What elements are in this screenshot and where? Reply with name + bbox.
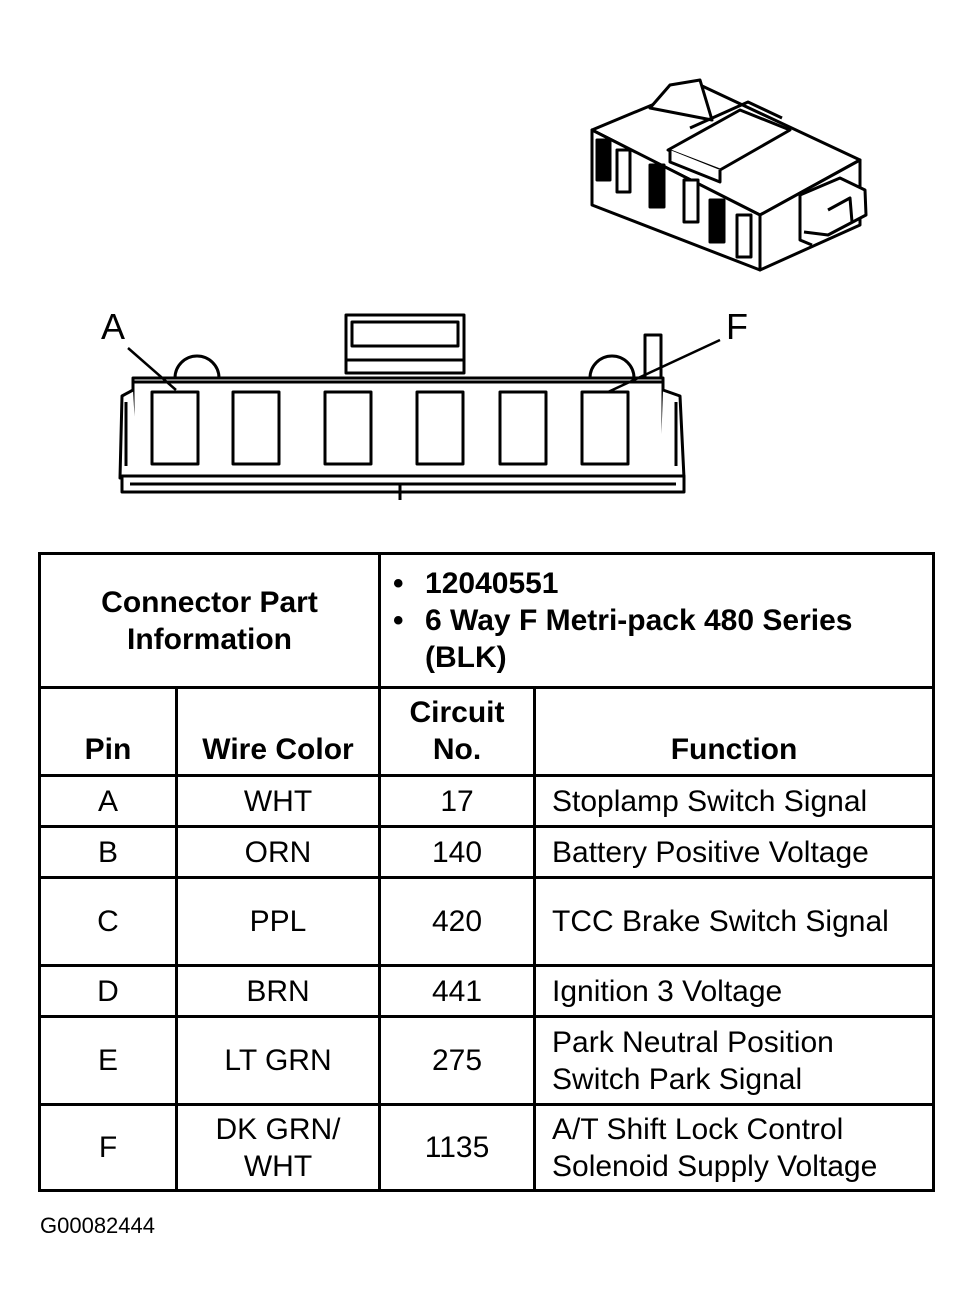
column-header-row: Pin Wire Color Circuit No. Function bbox=[38, 686, 936, 777]
circuit-cell: 17 bbox=[378, 774, 537, 828]
pin-cell: B bbox=[38, 825, 178, 879]
wire-color-cell: DK GRN/ WHT bbox=[174, 1103, 382, 1192]
circuit-cell: 420 bbox=[378, 876, 537, 967]
table-row: B ORN 140 Battery Positive Voltage bbox=[38, 825, 936, 879]
function-cell: Battery Positive Voltage bbox=[533, 825, 936, 879]
connector-diagram: A F bbox=[0, 0, 970, 540]
function-cell: TCC Brake Switch Signal bbox=[533, 876, 936, 967]
connector-isometric bbox=[590, 78, 868, 272]
connector-table: Connector Part Information 12040551 6 Wa… bbox=[37, 552, 936, 1192]
connector-front-view bbox=[118, 313, 721, 500]
wire-color-cell: ORN bbox=[174, 825, 382, 879]
pin-cell: E bbox=[38, 1015, 178, 1106]
part-number: 12040551 bbox=[389, 565, 924, 602]
connector-drawing bbox=[118, 78, 868, 500]
function-cell: Ignition 3 Voltage bbox=[533, 964, 936, 1018]
wire-color-cell: WHT bbox=[174, 774, 382, 828]
table-row: E LT GRN 275 Park Neutral Position Switc… bbox=[38, 1015, 936, 1106]
circuit-cell: 275 bbox=[378, 1015, 537, 1106]
wire-color-cell: LT GRN bbox=[174, 1015, 382, 1106]
table-row: D BRN 441 Ignition 3 Voltage bbox=[38, 964, 936, 1018]
table-row: F DK GRN/ WHT 1135 A/T Shift Lock Contro… bbox=[38, 1103, 936, 1192]
pin-a-label: A bbox=[101, 306, 126, 347]
function-cell: Stoplamp Switch Signal bbox=[533, 774, 936, 828]
wire-color-cell: PPL bbox=[174, 876, 382, 967]
col-circuit-header: Circuit No. bbox=[378, 686, 537, 777]
circuit-cell: 1135 bbox=[378, 1103, 537, 1192]
col-wire-color-header: Wire Color bbox=[174, 686, 382, 777]
pin-cell: A bbox=[38, 774, 178, 828]
pin-cell: D bbox=[38, 964, 178, 1018]
part-info-label: Connector Part Information bbox=[37, 552, 382, 689]
pin-f-label: F bbox=[726, 306, 748, 347]
circuit-cell: 441 bbox=[378, 964, 537, 1018]
part-info-values: 12040551 6 Way F Metri-pack 480 Series (… bbox=[378, 552, 936, 689]
pin-cell: F bbox=[38, 1103, 178, 1192]
wire-color-cell: BRN bbox=[174, 964, 382, 1018]
pin-cell: C bbox=[38, 876, 178, 967]
table-row: C PPL 420 TCC Brake Switch Signal bbox=[38, 876, 936, 967]
function-cell: Park Neutral Position Switch Park Signal bbox=[533, 1015, 936, 1106]
table-row: A WHT 17 Stoplamp Switch Signal bbox=[38, 774, 936, 828]
col-function-header: Function bbox=[533, 686, 936, 777]
figure-id: G00082444 bbox=[40, 1213, 155, 1238]
part-info-row: Connector Part Information 12040551 6 Wa… bbox=[37, 552, 936, 689]
col-pin-header: Pin bbox=[38, 686, 178, 777]
part-description: 6 Way F Metri-pack 480 Series (BLK) bbox=[389, 602, 924, 676]
circuit-cell: 140 bbox=[378, 825, 537, 879]
function-cell: A/T Shift Lock Control Solenoid Supply V… bbox=[533, 1103, 936, 1192]
